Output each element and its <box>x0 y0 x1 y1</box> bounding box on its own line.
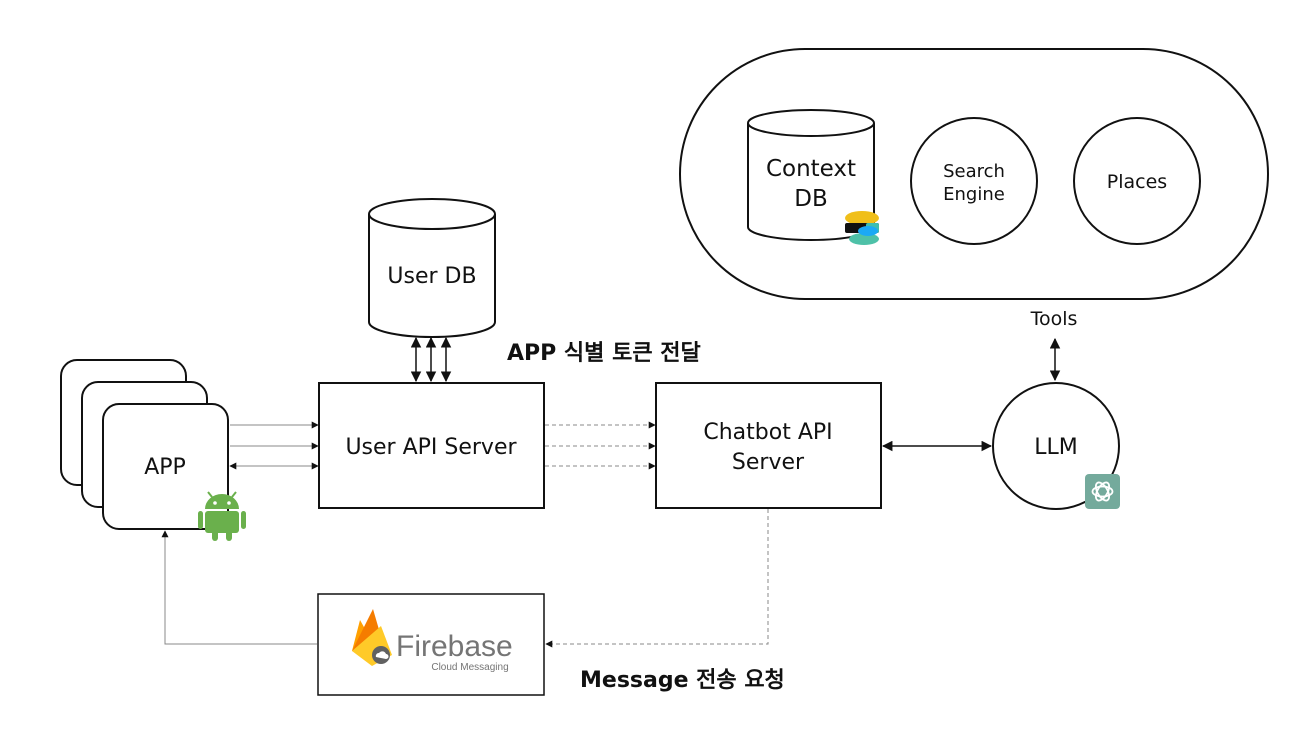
user-api-server-label: User API Server <box>345 435 517 460</box>
firebase-app-arrow <box>161 530 317 645</box>
tools-label: Tools <box>1030 308 1078 330</box>
app-stack: APP <box>60 359 229 530</box>
db-api-arrows <box>410 336 452 383</box>
user-db: User DB <box>368 198 496 338</box>
chatbot-api-label-line1: Chatbot API <box>703 420 832 445</box>
firebase-brand: Firebase <box>396 630 513 663</box>
llm-label: LLM <box>1034 435 1078 460</box>
places: Places <box>1073 117 1201 245</box>
user-db-label: User DB <box>387 264 476 289</box>
chatbot-firebase-arrow <box>545 509 769 648</box>
openai-icon <box>1085 474 1120 509</box>
chatbot-api-label-line2: Server <box>732 450 805 475</box>
places-label: Places <box>1107 171 1167 193</box>
firebase-subtitle: Cloud Messaging <box>431 662 508 673</box>
search-engine: Search Engine <box>910 117 1038 245</box>
context-db-label-line2: DB <box>794 186 828 212</box>
app-api-arrows <box>229 421 319 470</box>
elasticsearch-icon <box>845 211 879 245</box>
firebase-icon <box>352 609 392 666</box>
tools-group: Context DB Search Engine Places <box>679 48 1269 300</box>
token-label: APP 식별 토큰 전달 <box>507 341 701 366</box>
firebase-box: Firebase Cloud Messaging <box>317 593 545 696</box>
search-engine-label-line2: Engine <box>943 184 1005 205</box>
app-label: APP <box>144 455 186 480</box>
message-label: Message 전송 요청 <box>580 668 785 693</box>
android-icon <box>198 491 246 541</box>
chatbot-api-server: Chatbot API Server <box>655 382 882 509</box>
api-chatbot-arrows <box>545 421 656 470</box>
context-db-label-line1: Context <box>766 156 856 182</box>
user-api-server: User API Server <box>318 382 545 509</box>
search-engine-label-line1: Search <box>943 161 1005 182</box>
context-db: Context DB <box>747 109 875 241</box>
